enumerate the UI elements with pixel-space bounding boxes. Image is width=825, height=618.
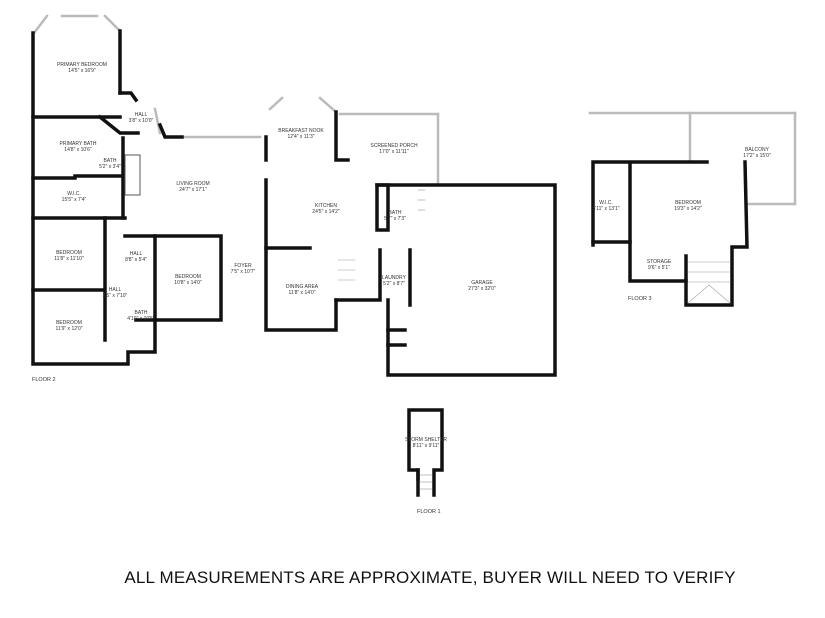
room-wic: W.I.C.5'11" x 13'1" [592, 200, 619, 212]
room-name: STORM SHELTER [404, 437, 448, 443]
room-wic: W.I.C.15'5" x 7'4" [62, 191, 87, 203]
room-dims: 7'5" x 10'7" [230, 269, 256, 275]
room-name: PRIMARY BEDROOM [57, 62, 107, 68]
room-dims: 19'3" x 14'2" [674, 206, 702, 212]
room-name: BATH [388, 210, 402, 216]
room-name: KITCHEN [315, 203, 337, 209]
room-name: HALL [134, 112, 148, 118]
room-dims: 24'7" x 17'1" [179, 187, 207, 193]
room-name: STORAGE [646, 259, 672, 265]
room-dims: 8'8" x 5'4" [125, 257, 147, 263]
room-dims: 3'5" x 7'10" [102, 293, 128, 299]
room-name: BEDROOM [56, 320, 82, 326]
room-name: HALL [108, 287, 122, 293]
room-name: LAUNDRY [382, 275, 406, 281]
room-name: BEDROOM [175, 274, 201, 280]
room-name: BEDROOM [56, 250, 82, 256]
room-name: BEDROOM [675, 200, 701, 206]
room-dims: 10'8" x 14'0" [174, 280, 202, 286]
stairs [337, 189, 731, 490]
room-name: W.I.C. [67, 191, 81, 197]
room-name: BATH [134, 310, 148, 316]
room-dims: 4'10" x 10'5" [127, 316, 155, 322]
room-dims: 14'8" x 10'6" [64, 147, 92, 153]
room-dims: 11'9" x 12'0" [55, 326, 83, 332]
room-name: DINING AREA [285, 284, 319, 290]
room-dims: 12'4" x 11'3" [287, 134, 315, 140]
room-name: LIVING ROOM [176, 181, 210, 187]
room-name: GARAGE [471, 280, 493, 286]
room-dims: 8'11" x 9'11" [412, 443, 440, 449]
room-dims: 9'6" x 5'1" [648, 265, 670, 271]
walls [31, 29, 749, 497]
floor-2-label: FLOOR 2 [32, 377, 56, 383]
room-dims: 17'2" x 15'0" [743, 153, 771, 159]
room-dims: 11'8" x 11'10" [54, 256, 84, 262]
room-dims: 5'11" x 13'1" [592, 206, 620, 212]
room-dims: 27'3" x 32'0" [468, 286, 496, 292]
room-name: BALCONY [745, 147, 769, 153]
room-name: PRIMARY BATH [59, 141, 97, 147]
measurement-disclaimer: ALL MEASUREMENTS ARE APPROXIMATE, BUYER … [124, 568, 736, 587]
room-dims: 24'5" x 14'2" [312, 209, 340, 215]
room-dims: 3'8" x 10'0" [128, 118, 154, 124]
room-name: SCREENED PORCH [370, 143, 418, 149]
floor-1-label: FLOOR 1 [417, 509, 441, 515]
room-dims: 5'2" x 8'7" [383, 281, 405, 287]
room-name: BREAKFAST NOOK [278, 128, 324, 134]
windows [32, 14, 797, 206]
room-dims: 15'5" x 7'4" [61, 197, 87, 203]
room-name: FOYER [234, 263, 252, 269]
room-name: BATH [103, 158, 117, 164]
room-dims: 17'0" x 11'11" [379, 149, 409, 155]
room-name: W.I.C. [599, 200, 613, 206]
room-dims: 5'2" x 3'4" [99, 164, 121, 170]
room-dims: 11'8" x 14'0" [288, 290, 316, 296]
room-dims: 14'5" x 16'9" [68, 68, 96, 74]
room-dims: 5'7" x 7'3" [384, 216, 406, 222]
room-name: HALL [129, 251, 143, 257]
floor-3-label: FLOOR 3 [628, 296, 652, 302]
